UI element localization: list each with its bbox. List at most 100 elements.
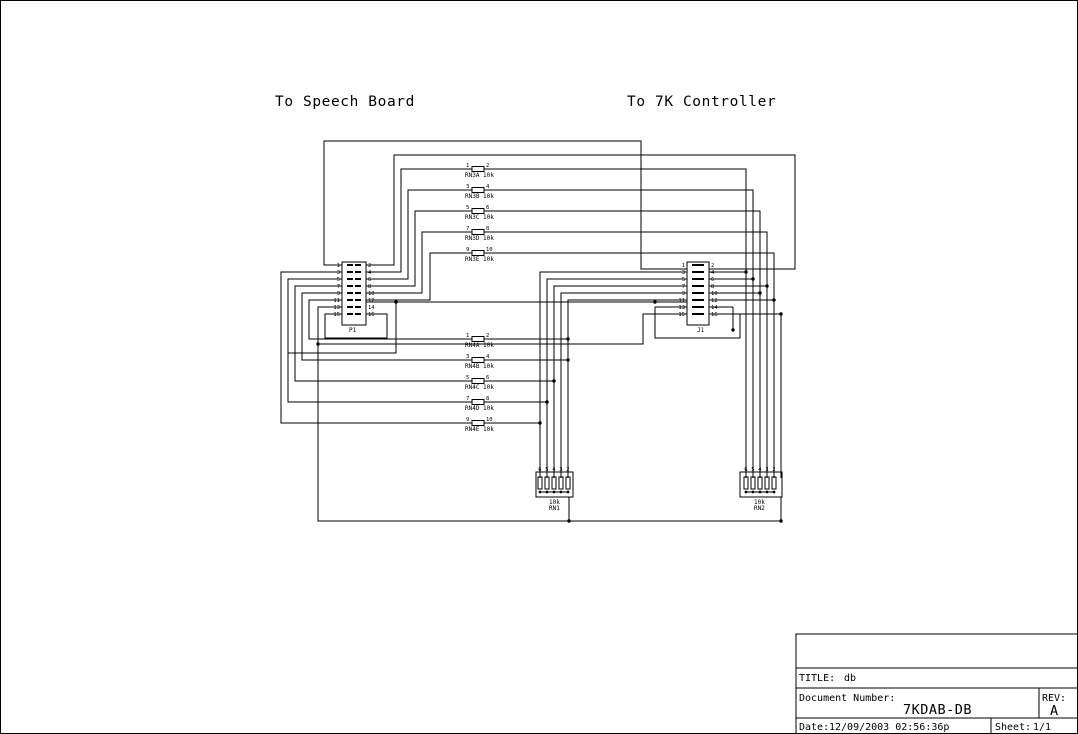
pin-mark — [698, 278, 704, 280]
pin-number: 10 — [368, 291, 375, 297]
pin-number: 1 — [337, 263, 340, 269]
pin-mark — [355, 292, 361, 294]
resistor-pin-b: 8 — [486, 226, 489, 232]
pin-mark — [347, 292, 353, 294]
resistor-body — [471, 357, 485, 363]
resistor-pin-b: 2 — [486, 333, 489, 339]
pin-number: 3 — [337, 270, 340, 276]
resistor-pin-a: 7 — [466, 226, 469, 232]
pin-mark — [355, 278, 361, 280]
title-block: TITLE: db Document Number: 7KDAB-DB REV:… — [795, 633, 1078, 734]
pin-mark — [698, 306, 704, 308]
network-ref: RN2 — [754, 505, 765, 512]
resistor-label: RN3C 10k — [465, 214, 494, 221]
pin-mark — [347, 264, 353, 266]
date-label: Date: — [799, 722, 829, 733]
pin-number: 9 — [337, 291, 340, 297]
resistor-body — [471, 399, 485, 405]
pin-number: 5 — [337, 277, 340, 283]
network-pin-number: 4 — [552, 467, 556, 473]
network-pin-number: 2 — [566, 467, 569, 473]
pin-mark — [347, 278, 353, 280]
pin-number: 15 — [333, 312, 340, 318]
resistor-pin-b: 6 — [486, 375, 489, 381]
resistor-pin-b: 4 — [486, 354, 490, 360]
resistor-pin-a: 3 — [466, 354, 469, 360]
network-element — [764, 476, 770, 490]
sheet-value: 1/1 — [1033, 722, 1051, 733]
resistor-pin-b: 2 — [486, 163, 489, 169]
network-element — [551, 476, 557, 490]
pin-mark — [355, 299, 361, 301]
sheet-label: Sheet: — [995, 722, 1031, 733]
title-value: db — [844, 673, 856, 684]
pin-number: 4 — [711, 270, 715, 276]
resistor-pin-b: 8 — [486, 396, 489, 402]
network-pin-number: 4 — [758, 467, 762, 473]
resistor-label: RN3B 10k — [465, 193, 494, 200]
pin-mark — [347, 299, 353, 301]
network-pin-number: 5 — [751, 467, 754, 473]
pin-number: 7 — [337, 284, 340, 290]
resistor-pin-b: 6 — [486, 205, 489, 211]
date-value: 12/09/2003 02:56:36p — [829, 722, 949, 733]
network-pin-number: 6 — [538, 467, 541, 473]
pin-number: 14 — [368, 305, 375, 311]
pin-mark — [692, 271, 698, 273]
pin-number: 2 — [368, 263, 371, 269]
pin-number: 1 — [682, 263, 685, 269]
resistor-pin-a: 1 — [466, 333, 469, 339]
pin-mark — [355, 271, 361, 273]
resistor-label: RN3E 10k — [465, 256, 494, 263]
pin-mark — [698, 264, 704, 266]
pin-mark — [692, 313, 698, 315]
pin-number: 14 — [711, 305, 718, 311]
pin-mark — [347, 313, 353, 315]
pin-number: 11 — [678, 298, 685, 304]
pin-mark — [355, 306, 361, 308]
document-number-value: 7KDAB-DB — [903, 702, 972, 718]
pin-number: 16 — [368, 312, 375, 318]
pin-number: 12 — [711, 298, 718, 304]
resistor-label: RN3A 10k — [465, 172, 494, 179]
pin-mark — [692, 285, 698, 287]
resistor-pin-b: 10 — [486, 247, 493, 253]
network-value: 10k — [549, 499, 560, 506]
pin-mark — [355, 285, 361, 287]
resistor-pin-a: 9 — [466, 417, 469, 423]
resistor-pin-a: 5 — [466, 375, 469, 381]
resistor-body — [471, 187, 485, 193]
resistor-body — [471, 229, 485, 235]
resistor-pin-a: 3 — [466, 184, 469, 190]
network-pin-number: 3 — [559, 467, 562, 473]
pin-mark — [692, 299, 698, 301]
pin-number: 7 — [682, 284, 685, 290]
network-element — [743, 476, 749, 490]
junctions — [316, 270, 783, 523]
pin-number: 8 — [711, 284, 714, 290]
pin-mark — [355, 264, 361, 266]
network-ref: RN1 — [549, 505, 560, 512]
pin-mark — [692, 264, 698, 266]
pin-mark — [355, 313, 361, 315]
pin-number: 6 — [711, 277, 714, 283]
resistor-pin-b: 4 — [486, 184, 490, 190]
resistor-pin-a: 7 — [466, 396, 469, 402]
pin-mark — [347, 306, 353, 308]
resistor-label: RN3D 10k — [465, 235, 494, 242]
resistor-pin-b: 10 — [486, 417, 493, 423]
pin-number: 12 — [368, 298, 375, 304]
pin-number: 5 — [682, 277, 685, 283]
revision-label: REV: — [1042, 693, 1066, 704]
